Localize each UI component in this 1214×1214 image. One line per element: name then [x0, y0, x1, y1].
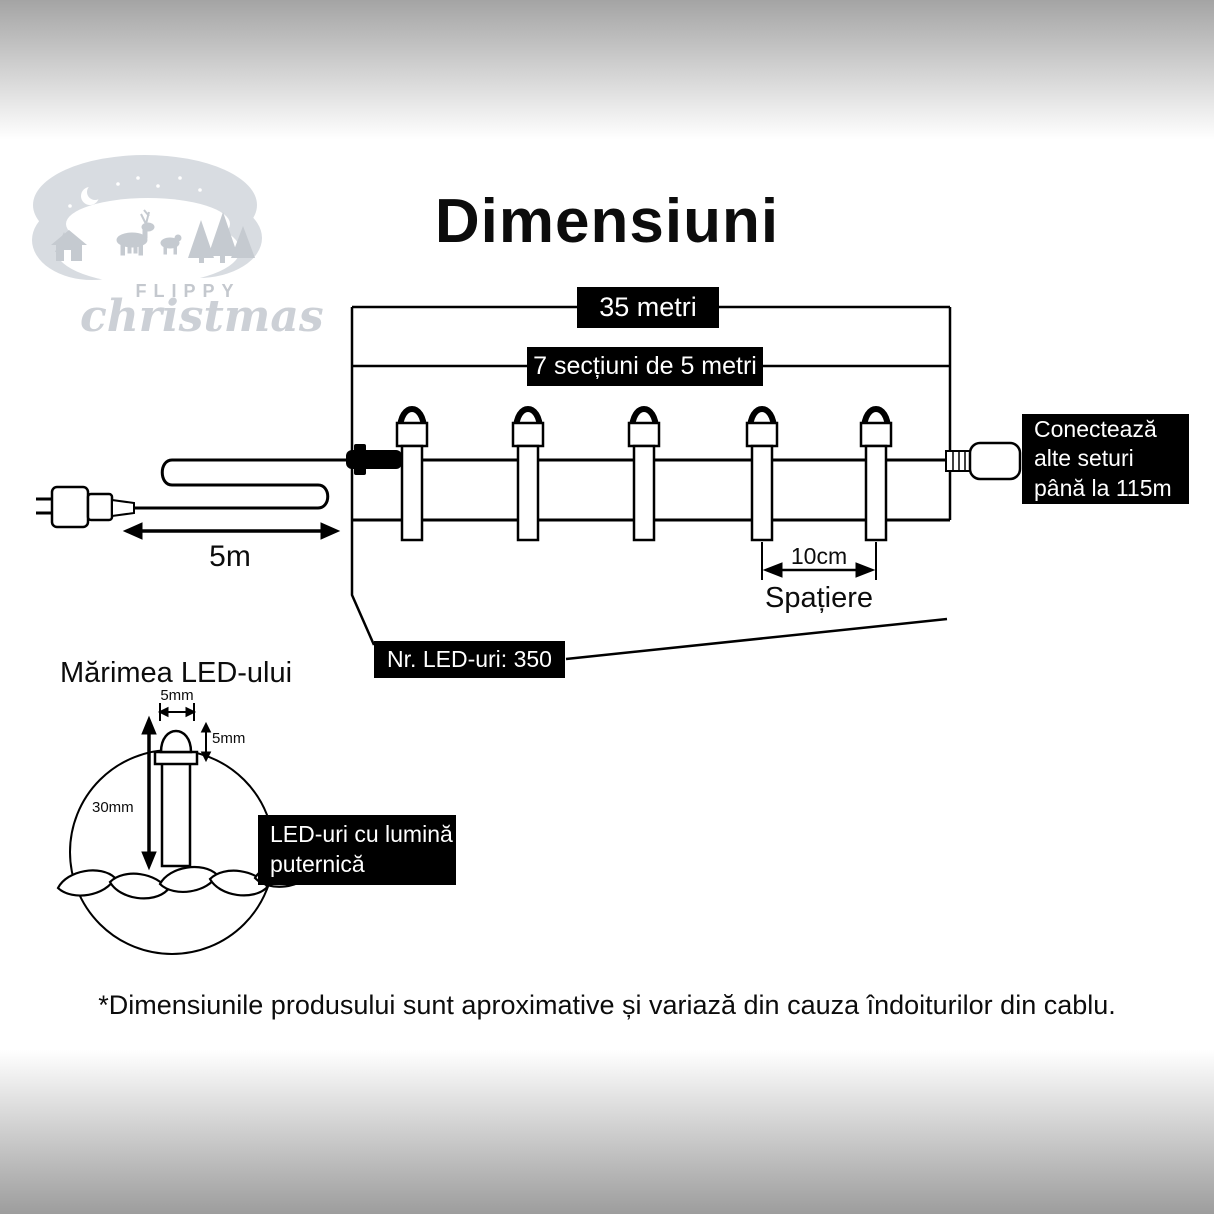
arrow-30mm	[141, 715, 157, 871]
footnote-text: *Dimensiunile produsului sunt aproximati…	[98, 990, 1116, 1020]
deer-icon	[116, 209, 182, 256]
bulb-icon	[745, 406, 779, 542]
led-count-label: Nr. LED-uri: 350	[374, 641, 565, 678]
connect-note-line2: alte seturi	[1034, 445, 1134, 472]
connect-note-line1: Conectează	[1034, 416, 1157, 443]
led-closeup-icon	[153, 729, 199, 868]
arrow-5mm-width	[157, 703, 197, 721]
bulb-icon	[395, 406, 429, 542]
lead-length-label: 5m	[209, 540, 251, 573]
end-connector-icon	[945, 441, 1022, 481]
spacing-guides	[761, 542, 877, 580]
logo-script-text: christmas	[80, 291, 324, 342]
logo-brand-text: FLIPPY	[135, 281, 241, 301]
connect-note-line3: până la 115m	[1034, 474, 1172, 501]
string-wires	[134, 458, 950, 522]
stars	[68, 176, 202, 208]
bulb-icon	[511, 406, 545, 542]
bulb-width-label: 5mm	[160, 687, 194, 704]
power-plug-icon	[36, 485, 135, 529]
trees-and-house	[51, 212, 255, 263]
connect-note-label: Conectează alte seturi până la 115m	[1022, 414, 1189, 504]
bulb-icon	[859, 406, 893, 542]
bulb-height-label: 5mm	[212, 730, 246, 747]
led-note-line1: LED-uri cu lumină	[270, 821, 453, 848]
page-title: Dimensiuni	[434, 187, 780, 256]
spacing-value-label: 10cm	[790, 543, 848, 569]
inline-connector-icon	[346, 444, 402, 475]
arrow-5mm-height	[200, 721, 212, 763]
total-length-label: 35 metri	[577, 287, 719, 328]
spacing-label: Spațiere	[764, 582, 873, 614]
sections-label: 7 secțiuni de 5 metri	[527, 347, 763, 386]
bulb-icon	[627, 406, 661, 542]
led-note-line2: puternică	[270, 851, 365, 877]
moon-icon	[81, 184, 103, 205]
led-note-label: LED-uri cu lumină puternică	[258, 815, 456, 885]
led-size-heading: Mărimea LED-ului	[60, 657, 293, 689]
arrow-5m	[122, 522, 341, 540]
logo-art	[32, 155, 262, 284]
body-length-label: 30mm	[92, 799, 134, 816]
